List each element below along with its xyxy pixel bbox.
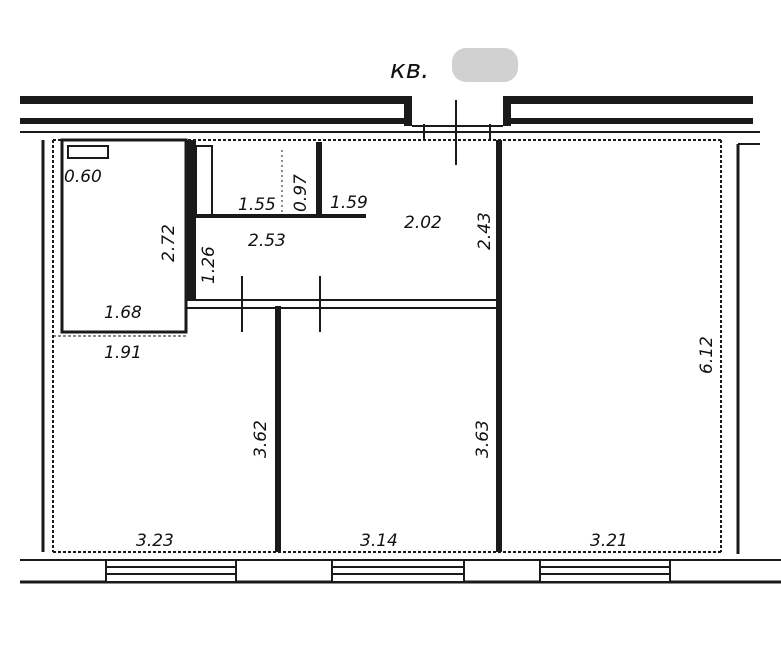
dim-corridor-small: 1.26 (199, 246, 219, 284)
corridor-wall (186, 276, 500, 332)
dim-room-middle-width: 3.14 (360, 531, 398, 551)
dim-niche-width: 0.97 (291, 174, 311, 212)
dim-bath-small: 0.60 (64, 167, 102, 187)
dim-closet-width: 1.59 (330, 193, 368, 213)
dim-room-left-width: 3.23 (136, 531, 174, 551)
top-exterior-wall (20, 96, 760, 165)
dim-entry-depth: 2.43 (475, 212, 495, 250)
dim-bath-width: 1.68 (104, 303, 142, 323)
toilet-block (186, 140, 366, 300)
dim-room-left-depth: 3.62 (251, 420, 271, 458)
window-left (105, 559, 237, 583)
partition-right (496, 140, 502, 552)
dim-toilet-width: 1.55 (238, 195, 276, 215)
left-exterior-wall (41, 140, 54, 552)
dim-room-right-depth: 6.12 (697, 336, 717, 374)
window-right (539, 559, 671, 583)
dim-corridor-length: 2.53 (248, 231, 286, 251)
dim-room-middle-depth: 3.63 (473, 420, 493, 458)
redacted-number (452, 48, 518, 82)
partition-left (275, 306, 281, 552)
dim-bath-height: 2.72 (159, 224, 179, 262)
dim-hall-width: 1.91 (104, 343, 142, 363)
window-middle (331, 559, 465, 583)
dim-entry-width: 2.02 (404, 213, 442, 233)
dim-room-right-width: 3.21 (590, 531, 628, 551)
apartment-title: кв. (390, 55, 429, 85)
right-exterior-wall (720, 140, 760, 554)
